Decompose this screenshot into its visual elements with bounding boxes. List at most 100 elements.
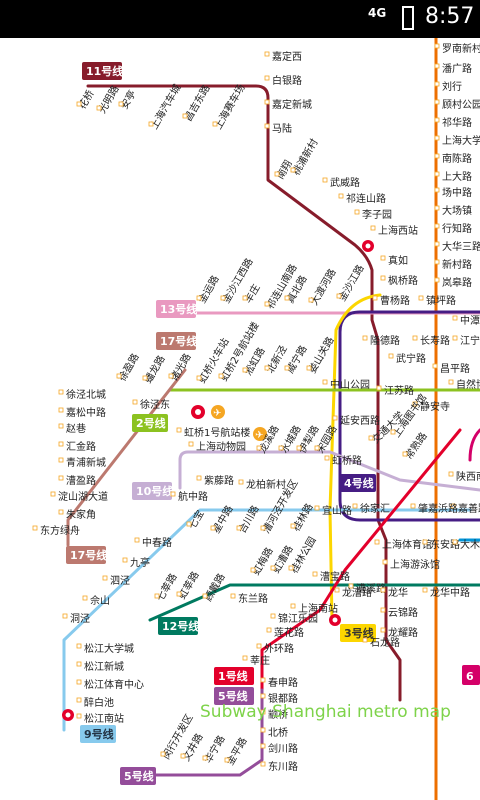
- line-badge-4[interactable]: 4号线: [340, 474, 376, 492]
- station-label[interactable]: 泗泾: [110, 574, 130, 587]
- station-label[interactable]: 东川路: [268, 760, 298, 773]
- station-label[interactable]: 嘉定西: [272, 50, 302, 63]
- station-label[interactable]: 隆德路: [370, 334, 400, 347]
- station-label[interactable]: 新村路: [442, 258, 472, 271]
- station-label[interactable]: 剑川路: [268, 742, 298, 755]
- station-label[interactable]: 星中路: [209, 503, 235, 535]
- station-label[interactable]: 松江体育中心: [84, 678, 144, 691]
- station-label[interactable]: 肇嘉浜路: [418, 502, 458, 515]
- station-label[interactable]: 虹桥1号航站楼: [184, 426, 250, 439]
- station-label[interactable]: 镇坪路: [426, 294, 456, 307]
- station-label[interactable]: 上大路: [442, 170, 472, 183]
- station-label[interactable]: 赵巷: [66, 422, 86, 435]
- station-label[interactable]: 徐泾东: [140, 398, 170, 411]
- station-label[interactable]: 大场镇: [442, 204, 472, 217]
- station-label[interactable]: 嘉松中路: [66, 406, 106, 419]
- station-label[interactable]: 松江新城: [84, 660, 124, 673]
- line-badge-13[interactable]: 13号线: [156, 300, 197, 318]
- station-label[interactable]: 合川路: [235, 503, 261, 535]
- station-label[interactable]: 长寿路: [420, 334, 450, 347]
- station-label[interactable]: 云锦路: [388, 606, 418, 619]
- station-label[interactable]: 中春路: [142, 536, 172, 549]
- station-label[interactable]: 武威路: [330, 176, 360, 189]
- station-label[interactable]: 丰庄: [241, 282, 262, 306]
- station-label[interactable]: 蟠龙路: [141, 353, 167, 385]
- station-label[interactable]: 龙柏新村: [246, 478, 286, 491]
- station-label[interactable]: 诸光路: [167, 351, 193, 383]
- station-label[interactable]: 颛桥: [268, 708, 288, 721]
- station-label[interactable]: 龙华: [388, 586, 408, 599]
- station-label[interactable]: 昌平路: [440, 362, 470, 375]
- station-label[interactable]: 花桥: [75, 88, 96, 112]
- station-label[interactable]: 白银路: [272, 74, 302, 87]
- station-label[interactable]: 罗南新村: [442, 42, 480, 55]
- station-label[interactable]: 徐盈路: [115, 351, 141, 383]
- station-label[interactable]: 中潭路: [460, 314, 480, 327]
- station-label[interactable]: 金运路: [195, 273, 221, 305]
- station-label[interactable]: 岚皋路: [442, 276, 472, 289]
- station-label[interactable]: 枫桥路: [388, 274, 418, 287]
- station-label[interactable]: 场中路: [442, 186, 472, 199]
- station-label[interactable]: 漕宝路: [320, 570, 350, 583]
- line-badge-17-top[interactable]: 17号线: [156, 332, 197, 350]
- line-badge-3[interactable]: 3号线: [340, 624, 376, 642]
- station-label[interactable]: 外环路: [264, 642, 294, 655]
- station-label[interactable]: 上海游泳馆: [390, 558, 440, 571]
- station-label[interactable]: 光明路: [95, 83, 121, 115]
- station-label[interactable]: 桂林路: [289, 501, 315, 533]
- station-label[interactable]: 汇金路: [66, 440, 96, 453]
- station-label[interactable]: 松江南站: [84, 712, 124, 725]
- station-label[interactable]: 延安西路: [340, 414, 380, 427]
- station-label[interactable]: 南陈路: [442, 152, 472, 165]
- station-label[interactable]: 江苏路: [384, 384, 414, 397]
- station-label[interactable]: 漕溪路: [356, 582, 386, 595]
- station-label[interactable]: 虹桥路: [332, 454, 362, 467]
- line-badge-12[interactable]: 12号线: [158, 617, 199, 635]
- station-label[interactable]: 行知路: [442, 222, 472, 235]
- line-badge-11[interactable]: 11号线: [82, 62, 123, 80]
- station-label[interactable]: 李子园: [362, 208, 392, 221]
- station-label[interactable]: 大木桥: [460, 538, 480, 551]
- station-label[interactable]: 洞泾: [70, 612, 90, 625]
- station-label[interactable]: 武宁路: [396, 352, 426, 365]
- station-label[interactable]: 祁华路: [442, 116, 472, 129]
- line-badge-17-bottom[interactable]: 17号线: [66, 546, 107, 564]
- station-label[interactable]: 常熟路: [402, 430, 430, 462]
- station-label[interactable]: 淀山湖大道: [58, 490, 108, 503]
- metro-map[interactable]: 11号线 13号线 17号线 2号线 10号线 4号线 17号线 12号线 3号…: [0, 38, 480, 800]
- station-label[interactable]: 徐泾北城: [66, 388, 106, 401]
- station-label[interactable]: 上海西站: [378, 224, 418, 237]
- line-badge-1[interactable]: 1号线: [214, 667, 254, 685]
- station-label[interactable]: 马陆: [272, 122, 292, 135]
- station-label[interactable]: 东兰路: [238, 592, 268, 605]
- station-label[interactable]: 上海南站: [298, 602, 338, 615]
- station-label[interactable]: 龙漕路: [342, 586, 372, 599]
- station-label[interactable]: 大华三路: [442, 240, 480, 253]
- station-label[interactable]: 自然博: [456, 378, 480, 391]
- station-label[interactable]: 虹莘路: [175, 569, 201, 601]
- station-label[interactable]: 龙耀路: [388, 626, 418, 639]
- station-label[interactable]: 松江大学城: [84, 642, 134, 655]
- station-label[interactable]: 九亭: [130, 556, 150, 569]
- station-label[interactable]: 石龙路: [370, 636, 400, 649]
- station-label[interactable]: 上海动物园: [196, 440, 246, 453]
- station-label[interactable]: 嘉善路: [458, 502, 480, 515]
- station-label[interactable]: 上海体育馆: [382, 538, 432, 551]
- station-label[interactable]: 锦江乐园: [278, 612, 318, 625]
- station-label[interactable]: 祁连山路: [346, 192, 386, 205]
- station-label[interactable]: 七莘路: [153, 571, 179, 603]
- station-label[interactable]: 龙华中路: [430, 586, 470, 599]
- station-label[interactable]: 徐家汇: [360, 502, 390, 515]
- station-label[interactable]: 中山公园: [330, 378, 370, 391]
- station-label[interactable]: 陕西南路: [456, 470, 480, 483]
- station-label[interactable]: 东方绿舟: [40, 524, 80, 537]
- line-badge-9[interactable]: 9号线: [80, 725, 116, 743]
- station-label[interactable]: 朱家角: [66, 508, 96, 521]
- station-label[interactable]: 春申路: [268, 676, 298, 689]
- station-label[interactable]: 顾村公园: [442, 98, 480, 111]
- station-label[interactable]: 莲花路: [274, 626, 304, 639]
- station-label[interactable]: 莘庄: [250, 654, 270, 667]
- station-label[interactable]: 东安路: [430, 538, 460, 551]
- line-badge-5-top[interactable]: 5号线: [214, 687, 254, 705]
- line-badge-2[interactable]: 2号线: [132, 414, 168, 432]
